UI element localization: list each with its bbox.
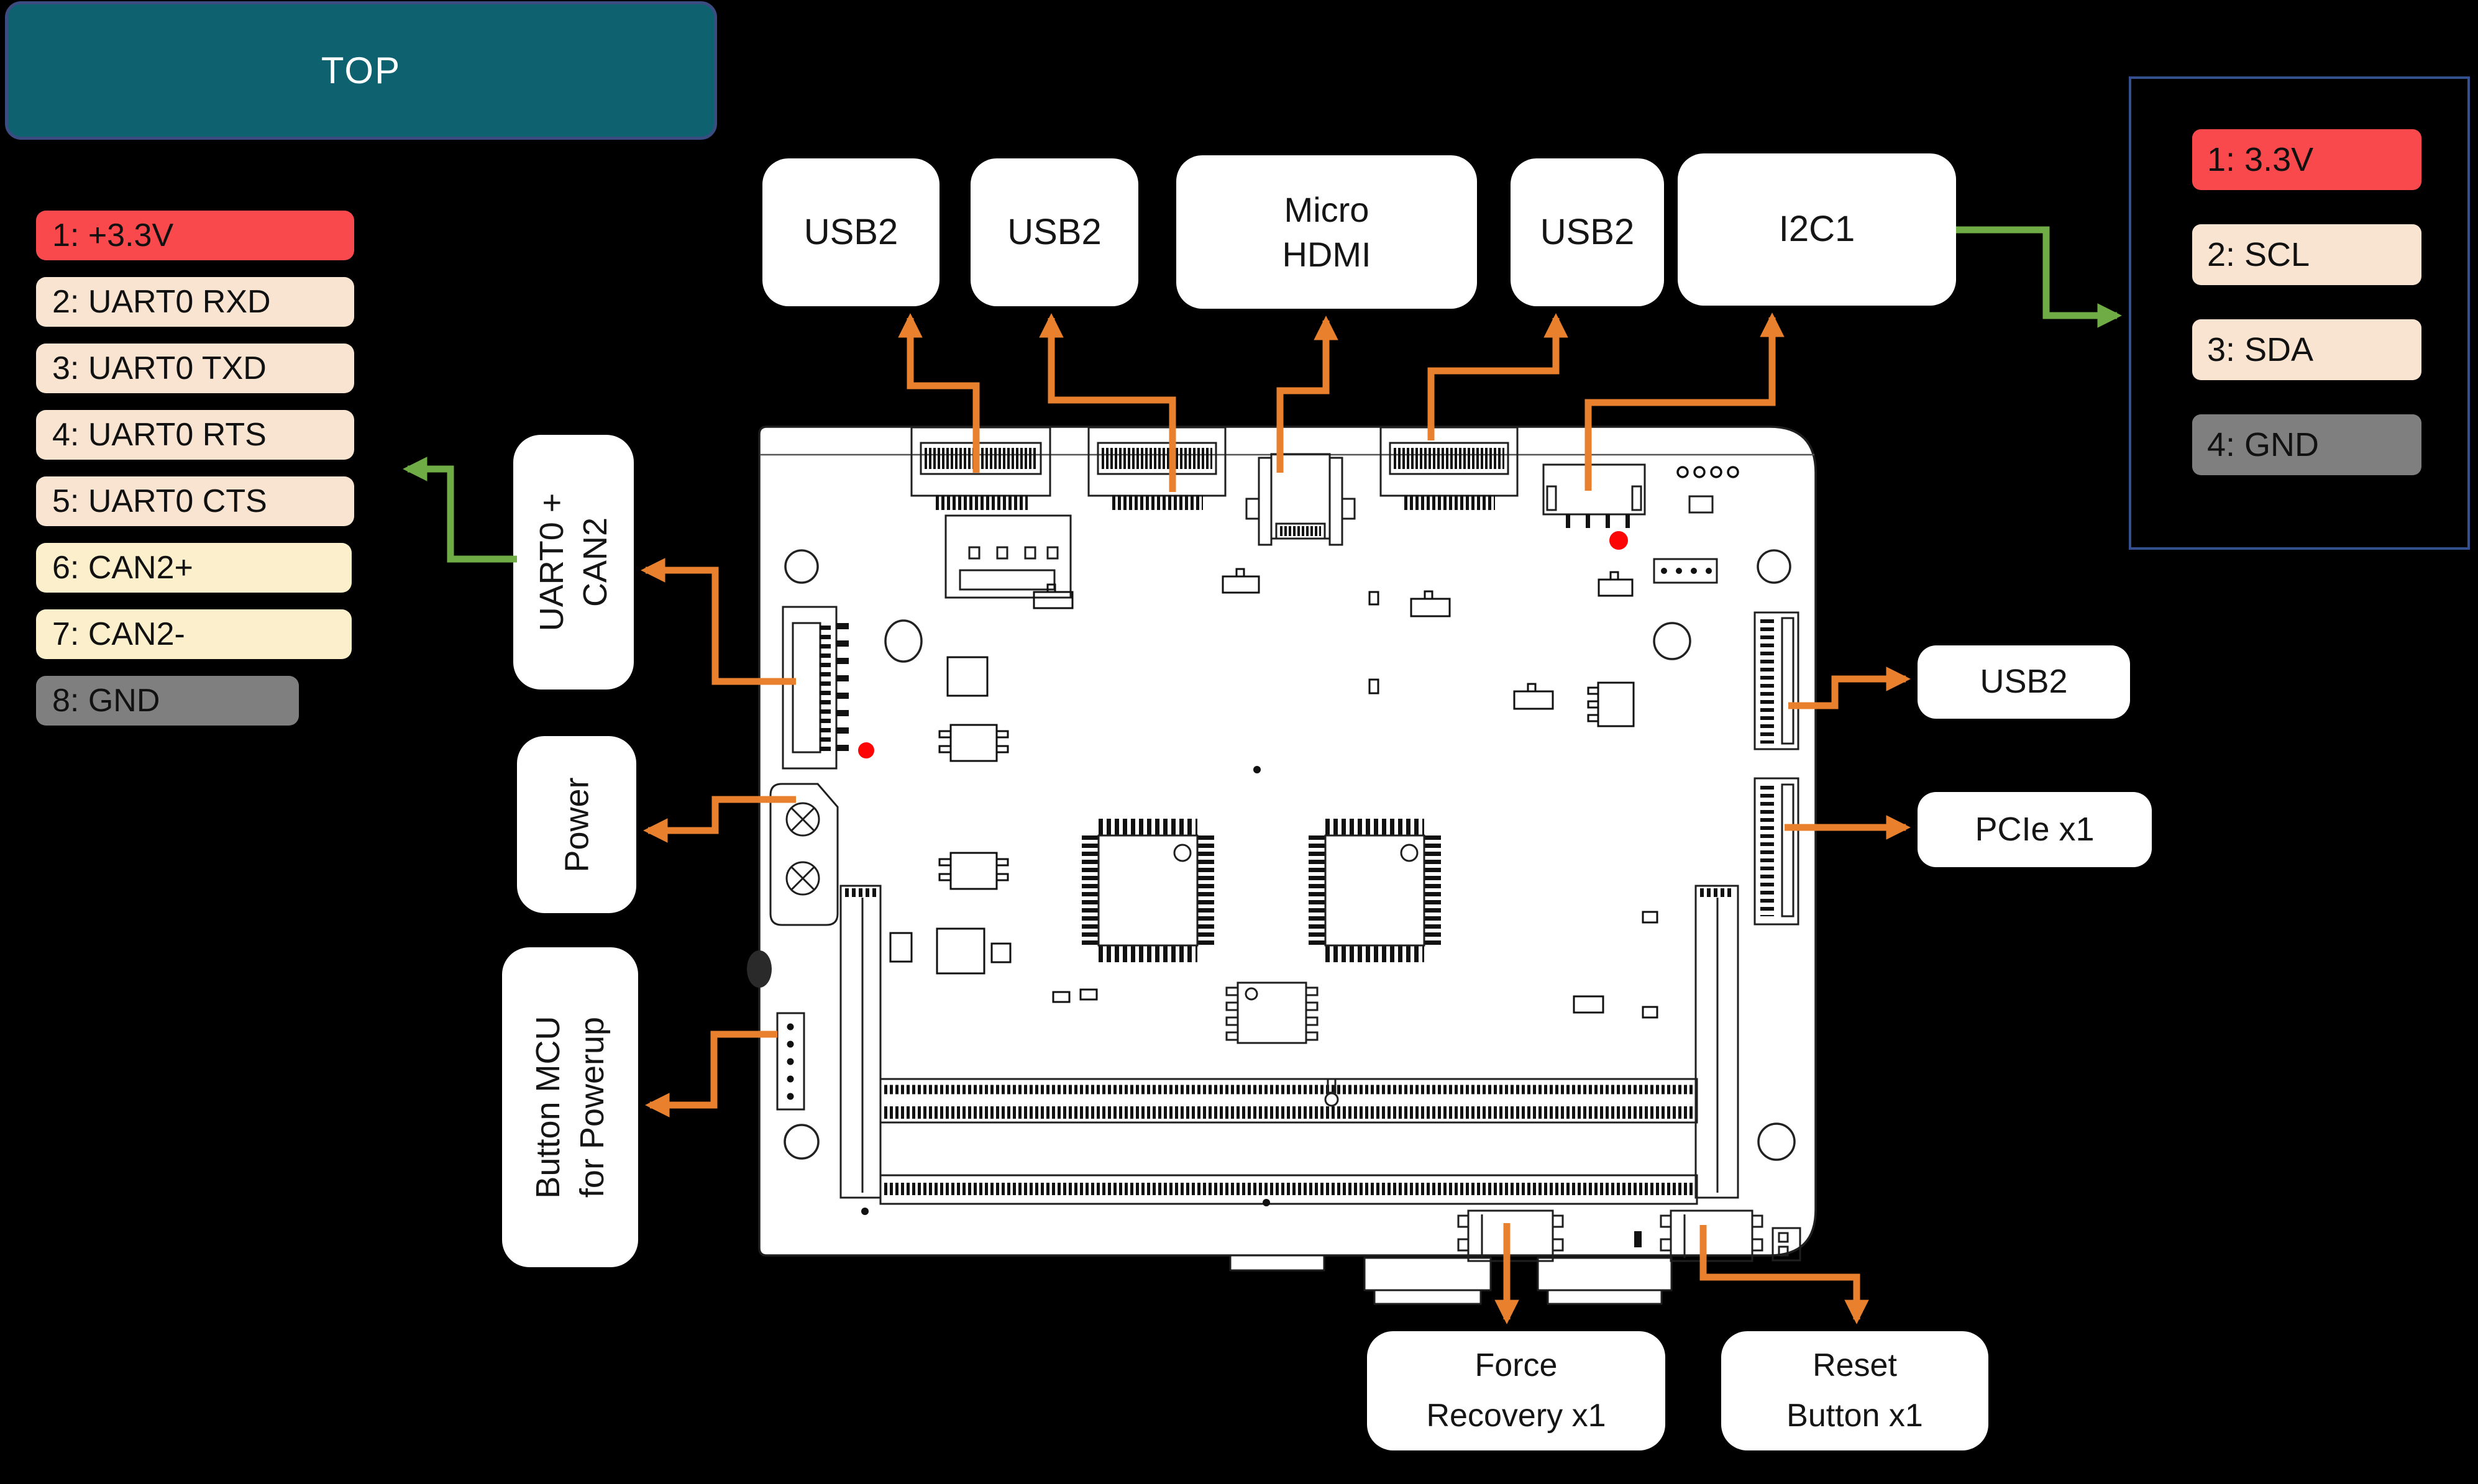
sodimm-slot: [839, 885, 1739, 1205]
arrow-usb2-2: [1039, 313, 1176, 492]
right-pin-row-3-label: 3: SDA: [2207, 331, 2314, 368]
button-header: [776, 1012, 805, 1111]
power-connector: [769, 783, 839, 926]
board-outline: [758, 426, 1817, 1257]
label-reset-button: Reset Button x1: [1721, 1331, 1988, 1450]
left-pin-row-3-label: 3: UART0 TXD: [52, 350, 267, 386]
small-components: [889, 568, 1658, 1019]
left-pin-row-1: 1: +3.3V: [36, 211, 354, 260]
label-force-recovery-line1: Force: [1474, 1347, 1558, 1384]
arrow-micro-hdmi: [1276, 316, 1338, 473]
qfp-chip-1: [1082, 819, 1214, 962]
right-pin-row-4-label: 4: GND: [2207, 426, 2320, 463]
arrow-uart-to-pinout: [403, 457, 517, 563]
label-usb2-2: USB2: [971, 158, 1138, 306]
via-dot: [861, 1208, 869, 1215]
arrow-usb2-3: [1427, 313, 1568, 440]
label-micro-hdmi-line1: Micro: [1284, 189, 1369, 229]
red-dot-marker-uart: [858, 742, 874, 758]
label-pcie-x1: PCIe x1: [1918, 792, 2152, 867]
left-pin-row-3: 3: UART0 TXD: [36, 344, 354, 393]
right-pin-row-2: 2: SCL: [2192, 224, 2421, 285]
test-pads: [1676, 466, 1739, 478]
left-pin-row-7-label: 7: CAN2-: [52, 616, 185, 652]
edge-component: [747, 950, 772, 988]
arrow-button-mcu: [645, 1031, 777, 1118]
reset-button-connector: [1660, 1209, 1763, 1262]
i2c-pinout-panel: 1: 3.3V 2: SCL 3: SDA 4: GND: [2129, 76, 2470, 550]
label-i2c1: I2C1: [1678, 153, 1956, 306]
mounting-holes: [784, 549, 1796, 1161]
right-pin-row-3: 3: SDA: [2192, 319, 2421, 380]
top-view-banner-label: TOP: [321, 50, 401, 91]
left-pin-row-7: 7: CAN2-: [36, 609, 352, 659]
label-uart0-can2: UART0 + CAN2: [513, 435, 634, 690]
microsd-slot: [944, 514, 1072, 599]
right-pcie-connector: [1753, 777, 1799, 926]
arrow-uart0-can2: [641, 558, 796, 685]
uart-can-connector: [782, 606, 849, 770]
label-micro-hdmi-line2: HDMI: [1282, 234, 1371, 274]
right-pin-row-1: 1: 3.3V: [2192, 129, 2421, 190]
soic8-chip: [1225, 981, 1319, 1044]
red-dot-marker-i2c: [1609, 531, 1628, 550]
left-pin-row-2: 2: UART0 RXD: [36, 277, 354, 327]
arrow-power: [643, 796, 796, 843]
arrow-usb2-right: [1788, 667, 1911, 709]
usb-connector-3: [1379, 426, 1519, 510]
usb-connector-1: [910, 426, 1051, 510]
left-pin-row-2-label: 2: UART0 RXD: [52, 284, 271, 320]
label-reset-button-line2: Button x1: [1786, 1398, 1923, 1434]
left-pin-row-8-label: 8: GND: [52, 683, 160, 719]
label-usb2-1: USB2: [762, 158, 940, 306]
left-pin-row-6-label: 6: CAN2+: [52, 550, 193, 586]
right-pin-row-2-label: 2: SCL: [2207, 236, 2310, 273]
label-force-recovery-line2: Recovery x1: [1426, 1398, 1606, 1434]
top-view-banner: TOP: [5, 1, 717, 140]
left-pin-row-4: 4: UART0 RTS: [36, 410, 354, 460]
label-usb2-3: USB2: [1511, 158, 1664, 306]
label-pcie-x1-text: PCIe x1: [1975, 810, 2095, 848]
label-button-mcu: Button MCU for Powerup: [502, 947, 638, 1267]
board-bottom-tabs: [1229, 1254, 1673, 1305]
bottom-right-component: [1772, 1227, 1801, 1262]
label-force-recovery: Force Recovery x1: [1367, 1331, 1665, 1450]
left-pin-row-5: 5: UART0 CTS: [36, 476, 354, 526]
label-power: Power: [517, 736, 636, 913]
via-dot: [1253, 766, 1261, 773]
label-usb2-1-text: USB2: [803, 211, 898, 252]
via-dot: [1263, 1199, 1270, 1206]
arrow-usb2-1: [898, 313, 980, 473]
label-usb2-right: USB2: [1918, 645, 2130, 719]
arrow-reset-button: [1699, 1225, 1869, 1324]
left-pin-row-8: 8: GND: [36, 676, 299, 726]
left-pin-row-6: 6: CAN2+: [36, 543, 352, 593]
label-usb2-3-text: USB2: [1540, 211, 1635, 252]
label-i2c1-text: I2C1: [1778, 209, 1855, 250]
i2c-connector: [1542, 463, 1646, 528]
right-usb2-connector: [1753, 611, 1799, 750]
right-pin-row-1-label: 1: 3.3V: [2207, 141, 2314, 178]
usb-connector-2: [1087, 426, 1227, 510]
board-drawing: [747, 426, 1817, 1305]
micro-hdmi-connector: [1245, 453, 1356, 546]
right-pin-row-4: 4: GND: [2192, 414, 2421, 475]
label-micro-hdmi: Micro HDMI: [1176, 155, 1477, 309]
label-usb2-2-text: USB2: [1007, 211, 1102, 252]
arrow-i2c1: [1584, 312, 1785, 491]
left-pin-row-1-label: 1: +3.3V: [52, 217, 174, 253]
qfp-chip-2: [1309, 819, 1441, 962]
arrow-i2c-to-pinout: [1956, 226, 2122, 328]
label-usb2-right-text: USB2: [1980, 663, 2068, 701]
label-reset-button-line1: Reset: [1813, 1347, 1897, 1384]
force-recovery-connector: [1457, 1209, 1564, 1262]
tiny-component: [1634, 1231, 1642, 1247]
left-pin-row-4-label: 4: UART0 RTS: [52, 417, 267, 453]
small-component: [1688, 495, 1714, 514]
left-pin-row-5-label: 5: UART0 CTS: [52, 483, 267, 519]
four-pin-header: [1653, 558, 1718, 584]
